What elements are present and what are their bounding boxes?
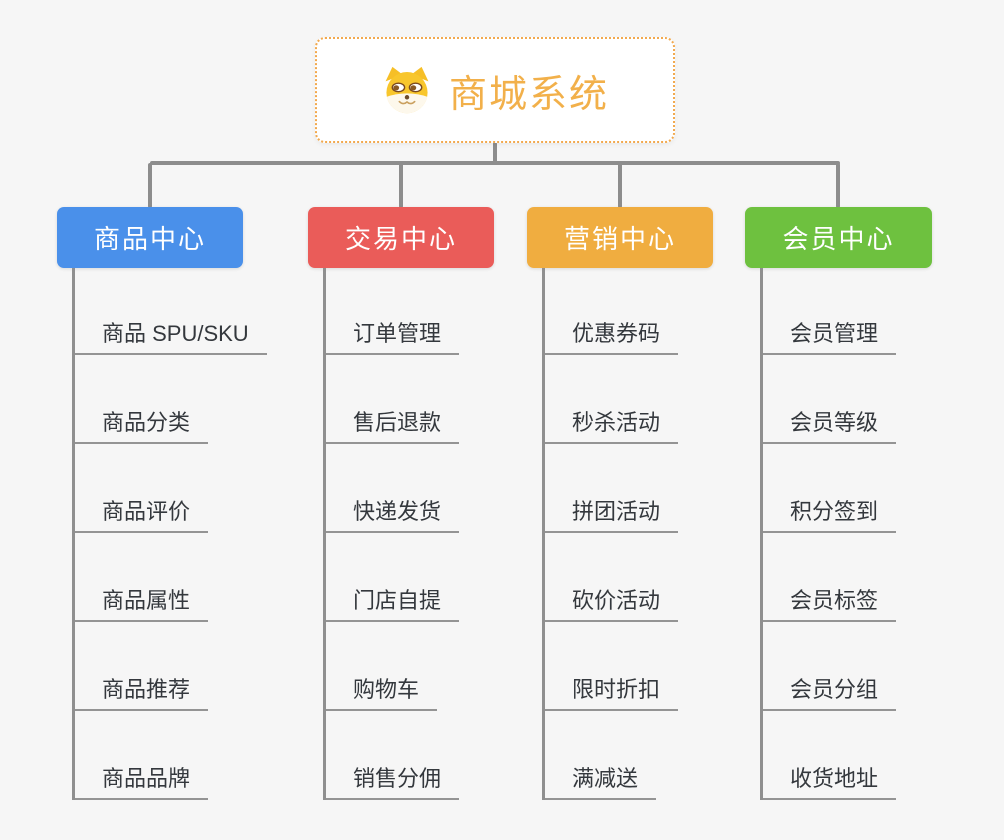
child-topic[interactable]: 满减送 xyxy=(545,711,678,800)
child-topic-label: 商品品牌 xyxy=(75,761,209,800)
child-topic[interactable]: 售后退款 xyxy=(326,355,460,444)
branch-children-marketing: 优惠券码 秒杀活动 拼团活动 砍价活动 限时折扣 满减送 xyxy=(542,268,679,800)
child-topic-label: 秒杀活动 xyxy=(545,405,679,444)
root-topic[interactable]: 商城系统 xyxy=(315,37,675,143)
child-topic[interactable]: 门店自提 xyxy=(326,533,460,622)
branch-label: 交易中心 xyxy=(344,224,457,254)
child-topic[interactable]: 会员管理 xyxy=(763,268,897,355)
child-topic[interactable]: 商品推荐 xyxy=(75,622,267,711)
branch-trade-center[interactable]: 交易中心 xyxy=(308,207,494,268)
child-topic-label: 优惠券码 xyxy=(545,316,679,355)
connector-drop-marketing xyxy=(618,163,622,208)
child-topic[interactable]: 商品分类 xyxy=(75,355,267,444)
child-topic-label: 商品 SPU/SKU xyxy=(75,316,267,355)
child-topic-label: 订单管理 xyxy=(326,316,460,355)
child-topic-label: 满减送 xyxy=(545,761,657,800)
child-topic-label: 收货地址 xyxy=(763,761,897,800)
child-topic-label: 砍价活动 xyxy=(545,583,679,622)
child-topic-label: 积分签到 xyxy=(763,494,897,533)
branch-children-trade: 订单管理 售后退款 快递发货 门店自提 购物车 销售分佣 xyxy=(323,268,460,800)
child-topic[interactable]: 限时折扣 xyxy=(545,622,679,711)
child-topic[interactable]: 快递发货 xyxy=(326,444,460,533)
branch-label: 营销中心 xyxy=(563,224,676,254)
child-topic[interactable]: 商品属性 xyxy=(75,533,267,622)
child-topic[interactable]: 收货地址 xyxy=(763,711,897,800)
child-topic[interactable]: 商品评价 xyxy=(75,444,267,533)
branch-member-center[interactable]: 会员中心 xyxy=(745,207,932,268)
child-topic[interactable]: 销售分佣 xyxy=(326,711,460,800)
child-topic[interactable]: 优惠券码 xyxy=(545,268,679,355)
child-topic-label: 商品推荐 xyxy=(75,672,209,711)
dog-face-icon xyxy=(381,66,433,114)
child-topic[interactable]: 砍价活动 xyxy=(545,533,679,622)
child-topic-label: 限时折扣 xyxy=(545,672,679,711)
child-topic-label: 会员标签 xyxy=(763,583,897,622)
child-topic-label: 购物车 xyxy=(326,672,438,711)
branch-children-product: 商品 SPU/SKU 商品分类 商品评价 商品属性 商品推荐 商品品牌 xyxy=(72,268,267,800)
child-topic[interactable]: 秒杀活动 xyxy=(545,355,679,444)
connector-drop-member xyxy=(836,163,840,208)
child-topic[interactable]: 购物车 xyxy=(326,622,459,711)
child-topic[interactable]: 订单管理 xyxy=(326,268,460,355)
connector-drop-product xyxy=(148,163,152,208)
child-topic[interactable]: 会员分组 xyxy=(763,622,897,711)
child-topic-label: 会员管理 xyxy=(763,316,897,355)
branch-marketing-center[interactable]: 营销中心 xyxy=(527,207,713,268)
child-topic-label: 销售分佣 xyxy=(326,761,460,800)
connector-root-stub xyxy=(493,142,497,164)
child-topic-label: 快递发货 xyxy=(326,494,460,533)
branch-children-member: 会员管理 会员等级 积分签到 会员标签 会员分组 收货地址 xyxy=(760,268,897,800)
connector-drop-trade xyxy=(399,163,403,208)
child-topic-label: 商品分类 xyxy=(75,405,209,444)
child-topic[interactable]: 会员等级 xyxy=(763,355,897,444)
child-topic-label: 会员等级 xyxy=(763,405,897,444)
branch-label: 商品中心 xyxy=(93,224,206,254)
child-topic[interactable]: 商品品牌 xyxy=(75,711,267,800)
child-topic-label: 售后退款 xyxy=(326,405,460,444)
child-topic-label: 商品属性 xyxy=(75,583,209,622)
branch-label: 会员中心 xyxy=(782,224,895,254)
child-topic[interactable]: 拼团活动 xyxy=(545,444,679,533)
child-topic-label: 商品评价 xyxy=(75,494,209,533)
branch-product-center[interactable]: 商品中心 xyxy=(57,207,243,268)
child-topic-label: 会员分组 xyxy=(763,672,897,711)
child-topic[interactable]: 会员标签 xyxy=(763,533,897,622)
child-topic-label: 门店自提 xyxy=(326,583,460,622)
connector-bus xyxy=(150,161,840,165)
root-topic-label: 商城系统 xyxy=(448,73,609,116)
child-topic[interactable]: 商品 SPU/SKU xyxy=(75,268,267,355)
child-topic[interactable]: 积分签到 xyxy=(763,444,897,533)
child-topic-label: 拼团活动 xyxy=(545,494,679,533)
